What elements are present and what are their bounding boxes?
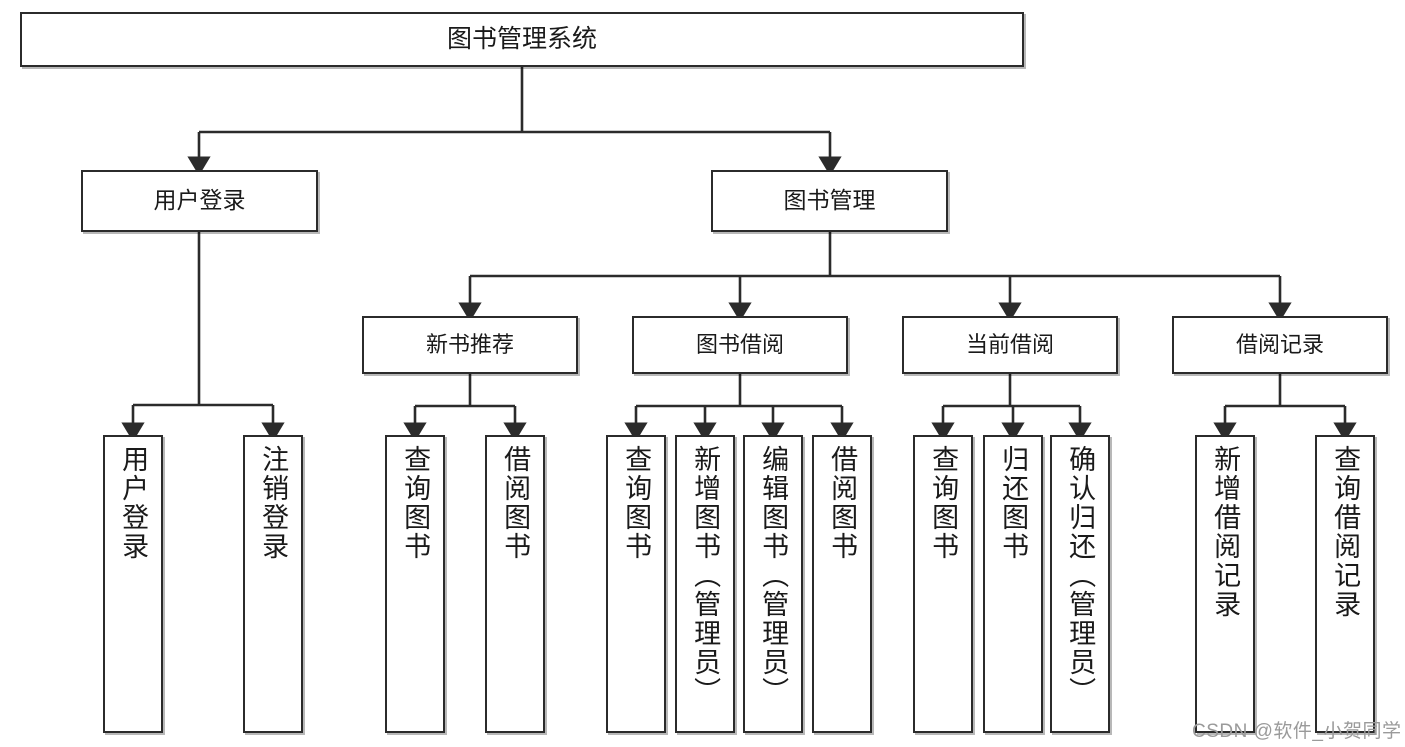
node-book-borrow[interactable]: 图书借阅 xyxy=(632,316,848,374)
node-leaf-add-book[interactable]: 新增图书（管理员） xyxy=(675,435,735,733)
node-leaf-user-logout[interactable]: 注销登录 xyxy=(243,435,303,733)
node-leaf-return-book-label: 归还图书 xyxy=(998,445,1029,561)
node-leaf-user-login[interactable]: 用户登录 xyxy=(103,435,163,733)
node-current-borrow-label: 当前借阅 xyxy=(965,332,1054,358)
node-leaf-add-book-label: 新增图书（管理员） xyxy=(690,445,721,706)
node-leaf-borrow-book-bor-label: 借阅图书 xyxy=(827,445,858,561)
node-leaf-query-book-cur-label: 查询图书 xyxy=(928,445,959,561)
node-leaf-borrow-book-rec-label: 借阅图书 xyxy=(500,445,531,561)
node-book-borrow-label: 图书借阅 xyxy=(695,332,784,358)
node-leaf-query-book-bor-label: 查询图书 xyxy=(621,445,652,561)
node-user-login[interactable]: 用户登录 xyxy=(81,170,318,232)
node-leaf-add-record[interactable]: 新增借阅记录 xyxy=(1195,435,1255,733)
node-leaf-borrow-book-bor[interactable]: 借阅图书 xyxy=(812,435,872,733)
node-leaf-borrow-book-rec[interactable]: 借阅图书 xyxy=(485,435,545,733)
node-leaf-query-record[interactable]: 查询借阅记录 xyxy=(1315,435,1375,733)
node-new-book-recommend[interactable]: 新书推荐 xyxy=(362,316,578,374)
node-leaf-user-login-label: 用户登录 xyxy=(118,445,149,561)
node-borrow-record[interactable]: 借阅记录 xyxy=(1172,316,1388,374)
node-book-manage-label: 图书管理 xyxy=(783,187,876,214)
node-new-book-recommend-label: 新书推荐 xyxy=(425,332,514,358)
node-leaf-user-logout-label: 注销登录 xyxy=(258,445,289,561)
node-leaf-return-book[interactable]: 归还图书 xyxy=(983,435,1043,733)
node-current-borrow[interactable]: 当前借阅 xyxy=(902,316,1118,374)
node-leaf-query-record-label: 查询借阅记录 xyxy=(1330,445,1361,619)
csdn-watermark: CSDN @软件_小贺同学 xyxy=(1192,721,1402,742)
node-leaf-query-book-rec[interactable]: 查询图书 xyxy=(385,435,445,733)
node-leaf-confirm-return[interactable]: 确认归还（管理员） xyxy=(1050,435,1110,733)
node-leaf-query-book-bor[interactable]: 查询图书 xyxy=(606,435,666,733)
node-leaf-confirm-return-label: 确认归还（管理员） xyxy=(1065,445,1096,706)
node-leaf-edit-book-label: 编辑图书（管理员） xyxy=(758,445,789,706)
node-leaf-query-book-rec-label: 查询图书 xyxy=(400,445,431,561)
node-root[interactable]: 图书管理系统 xyxy=(20,12,1024,67)
node-root-label: 图书管理系统 xyxy=(446,24,597,53)
node-leaf-edit-book[interactable]: 编辑图书（管理员） xyxy=(743,435,803,733)
node-leaf-query-book-cur[interactable]: 查询图书 xyxy=(913,435,973,733)
node-leaf-add-record-label: 新增借阅记录 xyxy=(1210,445,1241,619)
node-book-manage[interactable]: 图书管理 xyxy=(711,170,948,232)
node-borrow-record-label: 借阅记录 xyxy=(1235,332,1324,358)
node-user-login-label: 用户登录 xyxy=(153,187,246,214)
